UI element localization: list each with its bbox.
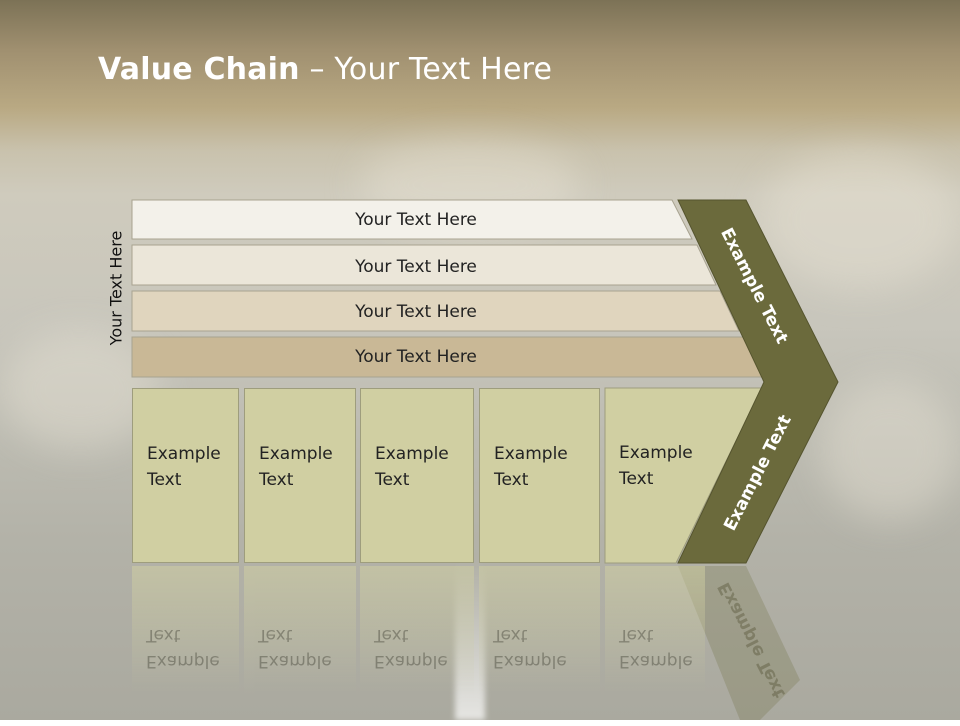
box-5-shape[interactable]	[604, 387, 763, 564]
band-1[interactable]	[131, 199, 693, 240]
cloud	[820, 380, 960, 520]
chevron-reflection	[678, 566, 800, 720]
box-1-line2: Text	[147, 470, 182, 490]
box-2-reflection: Example Text	[244, 566, 356, 726]
box-2-line1: Example	[259, 444, 333, 464]
box-5-reflection-line1: Example	[619, 651, 693, 671]
box-3-line1: Example	[375, 444, 449, 464]
band-2[interactable]	[131, 244, 717, 286]
box-5-line2: Text	[619, 469, 654, 489]
slide-title: Value Chain – Your Text Here	[98, 52, 552, 87]
box-2-reflection-line1: Example	[258, 651, 332, 671]
band-1-label: Your Text Here	[354, 210, 477, 230]
box-4-reflection: Example Text	[479, 566, 600, 726]
band-3-label: Your Text Here	[354, 302, 477, 322]
box-5-reflection: Example Text	[605, 566, 705, 726]
box-1-reflection: Example Text	[132, 566, 239, 726]
band-3[interactable]	[131, 290, 740, 332]
box-1[interactable]: Example Text	[132, 388, 239, 563]
box-3-line2: Text	[375, 470, 410, 490]
box-5-reflection-line2: Text	[619, 625, 654, 645]
box-2-reflection-line2: Text	[258, 625, 293, 645]
title-rest: – Your Text Here	[299, 52, 553, 87]
box-3-reflection-line2: Text	[374, 625, 409, 645]
title-bold: Value Chain	[98, 52, 300, 87]
box-3-reflection: Example Text	[360, 566, 474, 726]
box-4-reflection-line1: Example	[493, 651, 567, 671]
box-2[interactable]: Example Text	[244, 388, 356, 563]
box-4-reflection-line2: Text	[493, 625, 528, 645]
box-1-reflection-line2: Text	[146, 625, 181, 645]
box-2-line2: Text	[259, 470, 294, 490]
box-3[interactable]: Example Text	[360, 388, 474, 563]
box-3-reflection-line1: Example	[374, 651, 448, 671]
cloud	[760, 150, 960, 290]
box-4-line2: Text	[494, 470, 529, 490]
box-4-line1: Example	[494, 444, 568, 464]
band-4-label: Your Text Here	[354, 347, 477, 367]
box-4[interactable]: Example Text	[479, 388, 600, 563]
box-1-reflection-line1: Example	[146, 651, 220, 671]
chevron-arrow[interactable]	[677, 199, 839, 564]
box-1-line1: Example	[147, 444, 221, 464]
box-5: Example Text	[605, 388, 705, 563]
box-5-line1: Example	[619, 443, 693, 463]
band-2-label: Your Text Here	[354, 257, 477, 277]
